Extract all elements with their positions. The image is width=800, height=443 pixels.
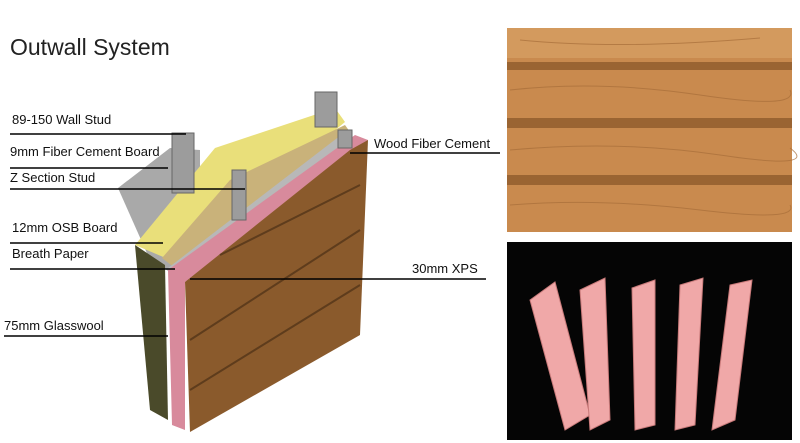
label-osb-board: 12mm OSB Board [12, 220, 118, 235]
label-wall-stud: 89-150 Wall Stud [12, 112, 112, 127]
xps-boards-photo [507, 242, 792, 440]
label-glasswool: 75mm Glasswool [4, 318, 104, 333]
label-wood-fiber-cement: Wood Fiber Cement [374, 136, 491, 151]
osb-board-shape [162, 125, 350, 268]
wood-cladding-shape [185, 140, 368, 432]
wood-fiber-cement-photo [507, 28, 798, 232]
label-xps: 30mm XPS [412, 261, 478, 276]
label-fiber-cement-board: 9mm Fiber Cement Board [10, 144, 160, 159]
label-z-section-stud: Z Section Stud [10, 170, 96, 185]
wall-stud-shape [171, 132, 195, 194]
label-breath-paper: Breath Paper [12, 246, 89, 261]
glasswool-side-shape [135, 245, 168, 420]
page-title: Outwall System [10, 34, 170, 60]
